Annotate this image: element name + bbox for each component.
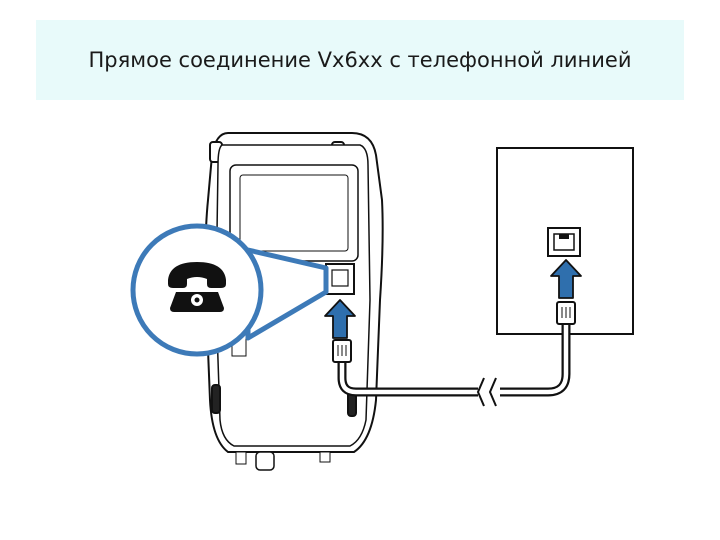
line-break-icon [476, 377, 500, 407]
magnified-circle [130, 223, 264, 357]
title-bar: Прямое соединение Vx6xx с телефонной лин… [36, 20, 684, 100]
wall-jack [547, 227, 581, 257]
up-arrow-icon [324, 299, 356, 339]
slide-title: Прямое соединение Vx6xx с телефонной лин… [88, 48, 632, 72]
telephone-icon [168, 262, 226, 312]
cable-plug-wall [556, 301, 576, 325]
cable-plug-terminal [332, 339, 352, 363]
up-arrow-icon [550, 259, 582, 299]
